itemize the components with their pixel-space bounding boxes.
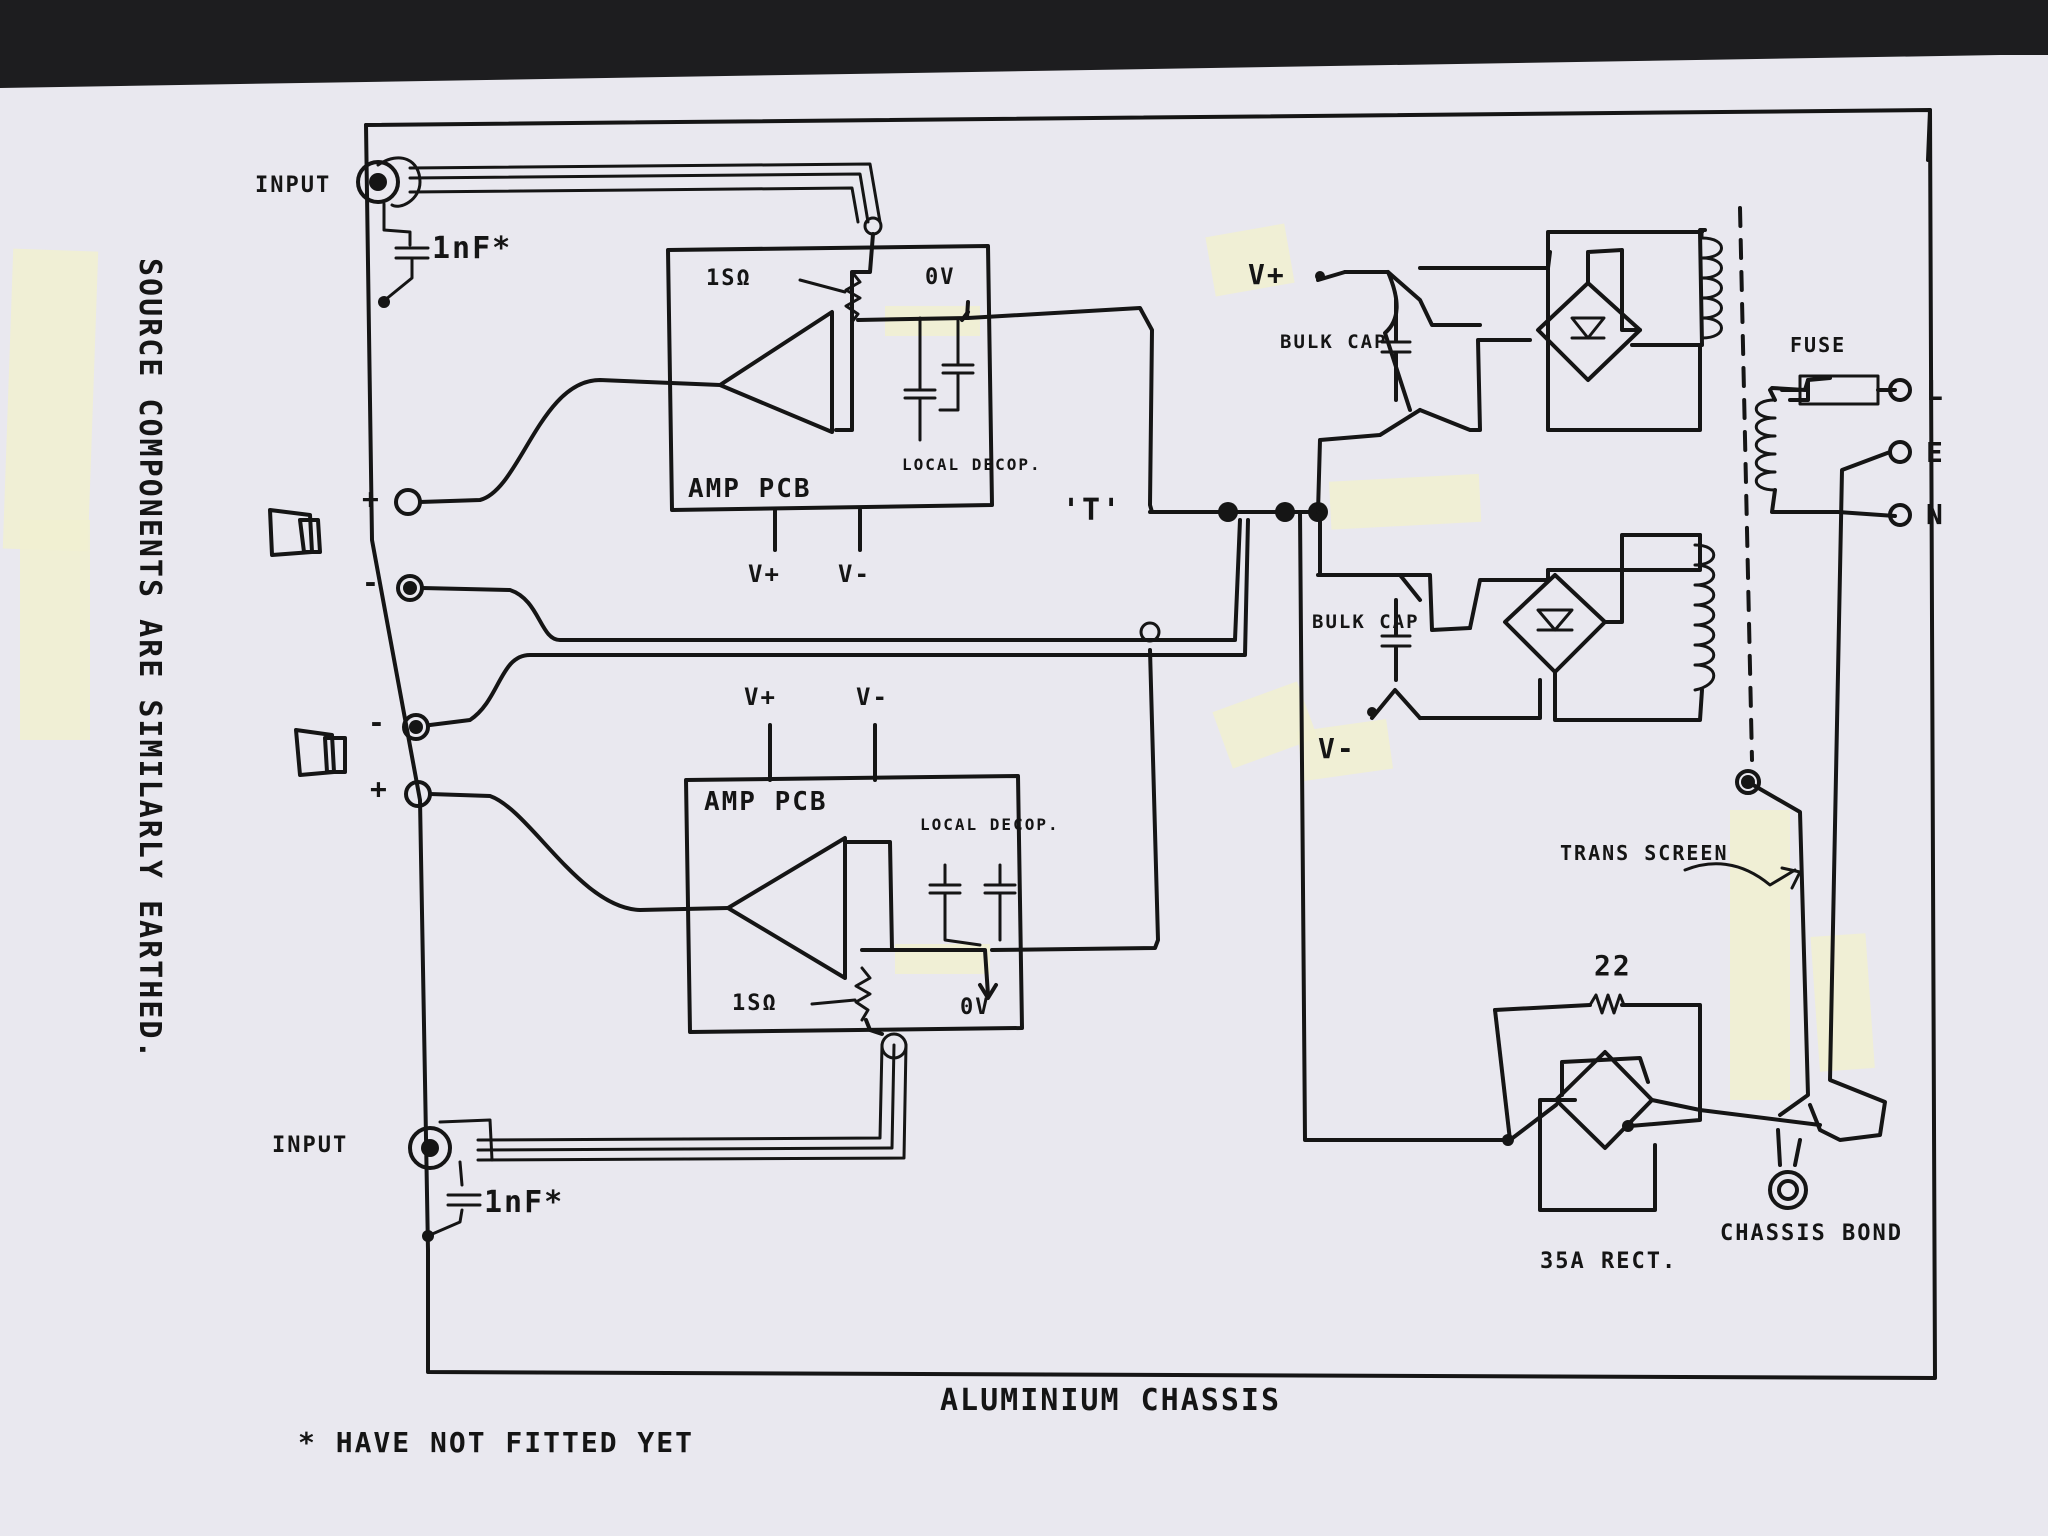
psu-vminus-label: V- xyxy=(1318,732,1356,765)
speaker-terminal-bottom-minus xyxy=(402,713,430,741)
top-amp-input-wire xyxy=(418,378,722,504)
fuse xyxy=(1780,374,1897,406)
rectifier-label: 35A RECT. xyxy=(1540,1249,1677,1274)
amp-top-vminus-label: V- xyxy=(838,560,871,588)
amp-pcb-top xyxy=(666,244,994,552)
top-amp-output-wire xyxy=(966,306,1154,514)
rectifier-35a xyxy=(1493,993,1822,1212)
bulk-cap-top-label: BULK CAP xyxy=(1280,331,1388,353)
screen-terminal xyxy=(1735,769,1761,795)
trans-screen-label: TRANS SCREEN xyxy=(1560,841,1729,865)
bottom-amp-output-wire xyxy=(990,648,1160,952)
vertical-note: SOURCE COMPONENTS ARE SIMILARLY EARTHED. xyxy=(132,258,167,1060)
capacitor-bottom xyxy=(422,1160,482,1242)
chassis-outline xyxy=(364,108,1937,1380)
bottom-amp-input-wire xyxy=(428,792,730,912)
amp-top-title: AMP PCB xyxy=(688,474,812,504)
star-point-label: 'T' xyxy=(1062,493,1122,528)
capacitor-top xyxy=(378,202,430,308)
amp-bottom-resistor-label: 1SΩ xyxy=(732,991,778,1016)
mains-n-label: N xyxy=(1926,498,1945,531)
paper-sheet xyxy=(0,55,2048,1536)
amp-pcb-bottom xyxy=(684,723,1024,1034)
speaker-top-icon xyxy=(268,508,322,557)
amp-top-ov-label: 0V xyxy=(925,265,956,290)
speaker-top-minus-label: - xyxy=(362,566,381,599)
input-jack-top xyxy=(356,156,422,208)
input-jack-bottom xyxy=(408,1118,494,1170)
psu-bottom xyxy=(1316,533,1716,722)
fuse-label: FUSE xyxy=(1790,333,1846,357)
masking-tape xyxy=(2,223,1875,1100)
capacitor-label-bottom: 1nF* xyxy=(484,1185,564,1220)
amp-bottom-title: AMP PCB xyxy=(704,787,828,817)
speaker-return-top xyxy=(420,518,1242,642)
speaker-terminal-top-plus xyxy=(394,488,422,516)
speaker-bottom-plus-label: + xyxy=(370,772,389,805)
amp-bottom-decoup-label: LOCAL DECOP. xyxy=(920,815,1060,834)
resistor-22-label: 22 xyxy=(1594,949,1632,982)
terminal-l xyxy=(1888,378,1912,402)
chassis-label: ALUMINIUM CHASSIS xyxy=(940,1383,1281,1418)
psu-vplus-label: V+ xyxy=(1248,258,1286,291)
footnote: * HAVE NOT FITTED YET xyxy=(298,1426,694,1459)
input-label-bottom: INPUT xyxy=(272,1133,348,1158)
chassis-bond-label: CHASSIS BOND xyxy=(1720,1221,1903,1246)
trans-screen-arrow xyxy=(1683,862,1797,887)
amp-bottom-vplus-label: V+ xyxy=(744,683,777,711)
speaker-return-bottom xyxy=(428,518,1250,727)
mains-primary xyxy=(1754,376,1897,518)
amp-bottom-vminus-label: V- xyxy=(856,683,889,711)
mains-e-label: E xyxy=(1926,436,1945,469)
speaker-bottom-icon xyxy=(294,728,347,777)
bulk-cap-bottom-label: BULK CAP xyxy=(1312,611,1420,633)
speaker-top-plus-label: + xyxy=(362,482,381,515)
amp-top-resistor-label: 1SΩ xyxy=(706,266,752,291)
capacitor-label-top: 1nF* xyxy=(432,231,512,266)
amp-bottom-ov-label: 0V xyxy=(960,995,991,1020)
amp-top-decoup-label: LOCAL DECOP. xyxy=(902,455,1042,474)
screen-bond-wire xyxy=(1746,780,1810,1117)
speaker-bottom-minus-label: - xyxy=(368,706,387,739)
input-label-top: INPUT xyxy=(255,173,331,198)
mains-l-label: L xyxy=(1926,374,1945,407)
chassis-bond-stud xyxy=(1768,1128,1808,1210)
terminal-n xyxy=(1888,503,1912,527)
shielded-cable-top xyxy=(408,162,882,224)
amp-top-vplus-label: V+ xyxy=(748,560,781,588)
mains-terminals xyxy=(1808,378,1912,1142)
psu-top xyxy=(1315,228,1723,432)
transformer-screen-line xyxy=(1738,206,1754,762)
shielded-cable-bottom xyxy=(476,1043,908,1162)
